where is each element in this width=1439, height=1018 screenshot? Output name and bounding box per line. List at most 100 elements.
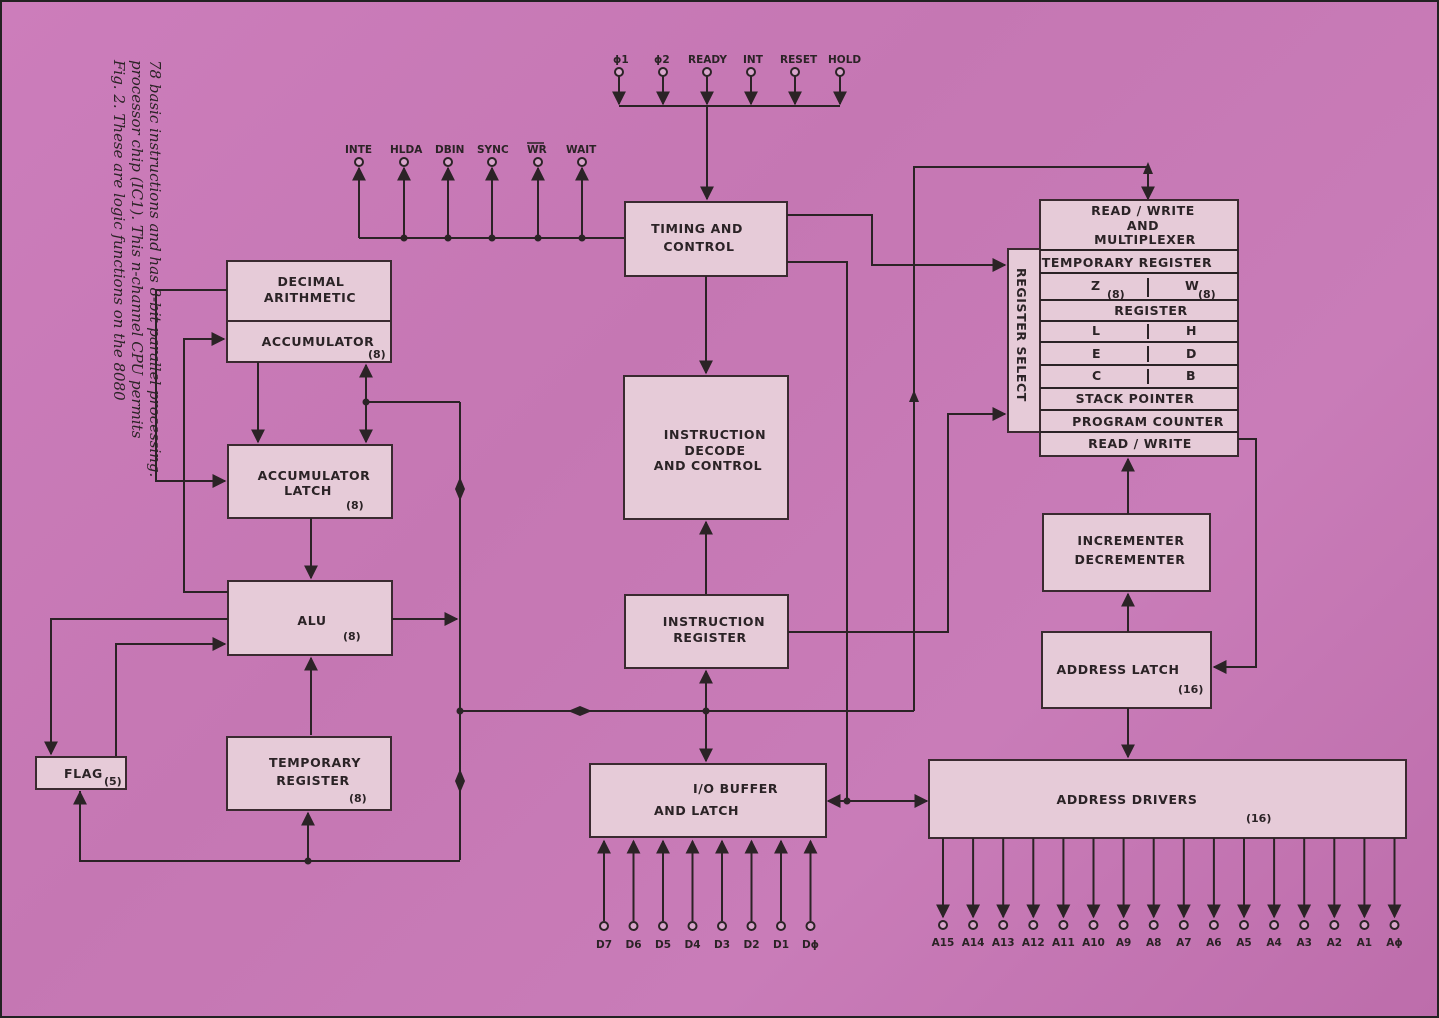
data-pin-circle [628, 921, 639, 931]
timing-label-1: TIMING AND [651, 221, 743, 236]
register-select-block: REGISTER SELECT [1007, 248, 1041, 433]
ir-label-2: REGISTER [673, 630, 747, 645]
flag-bits: (5) [104, 775, 122, 788]
control-output-pins: INTE HLDA DBIN SYNC WR WAIT [345, 142, 624, 242]
address-pin-label: A10 [1082, 937, 1105, 949]
pin-label-dbin: DBIN [435, 144, 464, 156]
accumulator-label: ACCUMULATOR [262, 334, 375, 349]
address-drivers-label: ADDRESS DRIVERS [1057, 792, 1198, 807]
address-pin-circle [968, 920, 979, 930]
address-pin-circle [1208, 920, 1219, 930]
temp-reg-label-2: REGISTER [276, 773, 350, 788]
data-pin-circle [805, 921, 816, 931]
reg-w-label: W [1185, 278, 1199, 293]
pin-label-sync: SYNC [477, 144, 509, 156]
acc-latch-label-1: ACCUMULATOR [258, 468, 371, 483]
reg-d-label: D [1186, 346, 1197, 361]
data-pin-label: D7 [596, 939, 612, 951]
pin-circle [443, 157, 453, 167]
address-pin-label: A2 [1327, 937, 1342, 949]
data-pin-label: Dϕ [802, 939, 819, 951]
address-pin-circle [1239, 920, 1249, 930]
address-pin-circle [938, 920, 948, 930]
instruction-decode-block: INSTRUCTION DECODE AND CONTROL [623, 375, 789, 520]
data-pin-label: D2 [743, 939, 759, 951]
data-pin-label: D3 [714, 939, 730, 951]
address-pin-label: A7 [1176, 937, 1191, 949]
alu-bits: (8) [343, 630, 361, 643]
data-pin-label: D5 [655, 939, 671, 951]
rw-mux-label-1: READ / WRITE [1091, 203, 1195, 218]
address-drivers-block: ADDRESS DRIVERS (16) [928, 759, 1407, 839]
incdec-label-1: INCREMENTER [1077, 533, 1184, 548]
address-pin-label: A8 [1146, 937, 1161, 949]
pin-circle [487, 157, 497, 167]
address-pin-circle [1299, 920, 1310, 930]
pin-circle [835, 67, 845, 77]
address-pin-circle [1389, 920, 1400, 930]
data-pin-circle [687, 921, 698, 931]
acc-latch-bits: (8) [346, 499, 364, 512]
data-pin-circle [599, 921, 609, 931]
pin-label-wait: WAIT [566, 144, 597, 156]
temp-reg-bits: (8) [349, 792, 367, 805]
accumulator-bits: (8) [368, 348, 386, 361]
accumulator-latch-block: ACCUMULATOR LATCH (8) [227, 444, 393, 519]
pin-circle [614, 67, 624, 77]
address-pin-label: A3 [1296, 937, 1311, 949]
address-pin-label: A13 [992, 937, 1015, 949]
temp-reg-label-1: TEMPORARY [269, 755, 361, 770]
address-pin-label: A15 [932, 937, 955, 949]
address-pin-label: Aϕ [1386, 937, 1403, 949]
data-pin-circle [746, 921, 757, 931]
figure-caption: Fig. 2. These are logic functions on the… [110, 59, 164, 477]
address-pin-circle [1329, 920, 1340, 930]
caption-line-3: 78 basic instructions and has 8-bit para… [146, 60, 164, 477]
address-pin-label: A12 [1022, 937, 1045, 949]
temporary-register-block: TEMPORARY REGISTER (8) [226, 736, 392, 811]
decode-label-2: DECODE [684, 443, 745, 458]
decimal-label-2: ARITHMETIC [264, 290, 356, 305]
register-array-block: READ / WRITE AND MULTIPLEXER TEMPORARY R… [1039, 199, 1239, 457]
address-pin-label: A4 [1266, 937, 1281, 949]
decimal-label-1: DECIMAL [277, 274, 344, 289]
reg-sp-label: STACK POINTER [1076, 391, 1195, 406]
io-label-2: AND LATCH [654, 803, 739, 818]
accumulator-block: ACCUMULATOR (8) [226, 320, 392, 363]
data-pin-circle [776, 921, 786, 931]
incdec-label-2: DECREMENTER [1075, 552, 1186, 567]
data-pin-label: D6 [625, 939, 641, 951]
decimal-arithmetic-block: DECIMAL ARITHMETIC [226, 260, 392, 322]
data-pin-circle [658, 921, 668, 931]
reg-rw-label: READ / WRITE [1088, 436, 1192, 451]
address-pin-circle [1118, 920, 1129, 930]
pin-circle [577, 157, 587, 167]
address-latch-bits: (16) [1178, 683, 1203, 696]
address-pin-circle [1088, 920, 1099, 930]
reg-temp-label: TEMPORARY REGISTER [1042, 255, 1213, 270]
pin-label-hlda: HLDA [390, 144, 423, 156]
reg-w-bits: (8) [1198, 288, 1216, 301]
pin-label-phi2: ϕ2 [654, 54, 670, 66]
rw-mux-label-3: MULTIPLEXER [1094, 232, 1196, 247]
acc-latch-label-2: LATCH [284, 483, 332, 498]
pin-circle [533, 157, 543, 167]
address-pin-label: A1 [1357, 937, 1372, 949]
ir-label-1: INSTRUCTION [663, 614, 765, 629]
address-pin-circle [1148, 920, 1159, 930]
pin-label-reset: RESET [780, 54, 818, 66]
pin-circle [354, 157, 364, 167]
address-pin-circle [1178, 920, 1189, 930]
reg-h-label: H [1186, 323, 1197, 338]
timing-label-2: CONTROL [663, 239, 734, 254]
address-pin-label: A9 [1116, 937, 1131, 949]
pin-circle [746, 67, 756, 77]
pin-circle [399, 157, 409, 167]
alu-block: ALU (8) [227, 580, 393, 656]
pin-label-ready: READY [688, 54, 727, 66]
address-pin-label: A6 [1206, 937, 1221, 949]
